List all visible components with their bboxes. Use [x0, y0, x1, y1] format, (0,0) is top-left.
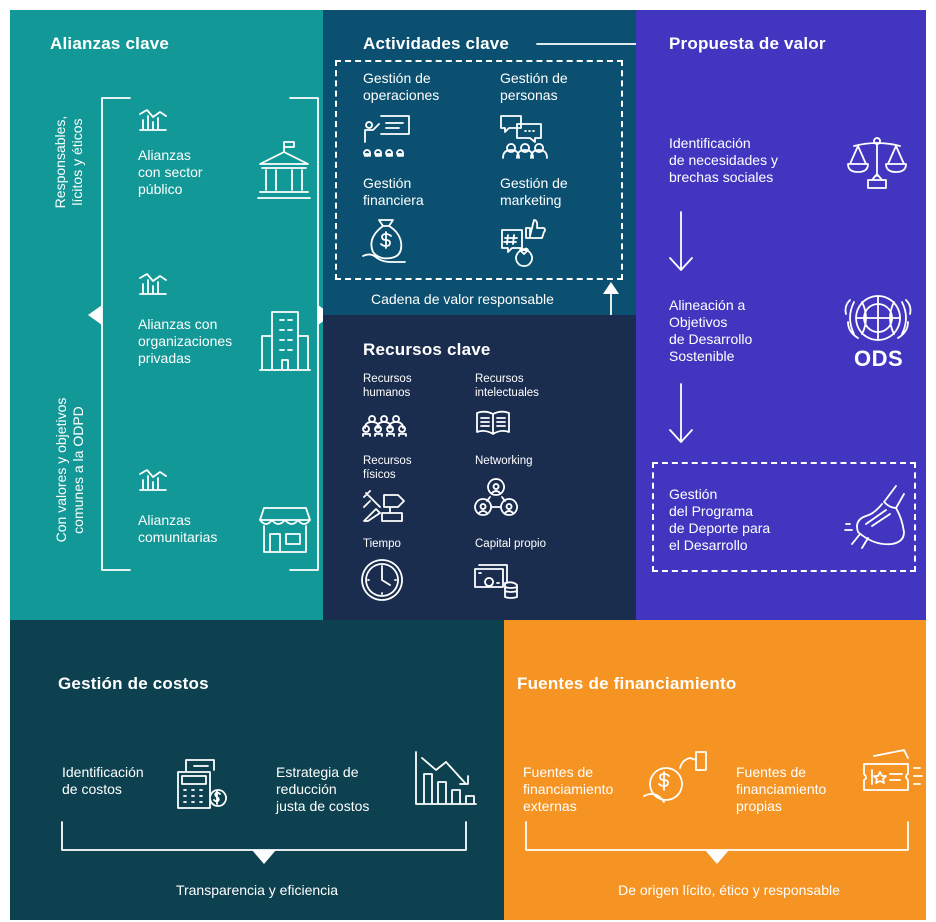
scales-icon [847, 137, 907, 189]
alianza-label-publico: Alianzas con sector público [138, 147, 203, 197]
bar-chart-icon [139, 273, 167, 295]
ods-label: ODS [854, 346, 904, 371]
bar-chart-icon [139, 469, 167, 491]
actividades-panel: Actividades clave Gestión de operaciones… [323, 10, 659, 317]
costo-label-identificacion: Identificación de costos [62, 764, 144, 797]
propuesta-label-necesidades: Identificación de necesidades y brechas … [669, 135, 778, 185]
arrow-down-icon [669, 211, 693, 271]
running-shoe-icon [844, 485, 905, 549]
presentation-icon [363, 115, 410, 157]
propuesta-label-ods: Alineación a Objetivos de Desarrollo Sos… [669, 297, 753, 364]
actividad-label-personas: Gestión de personas [500, 70, 568, 103]
fuente-label-externas: Fuentes de financiamiento externas [523, 764, 614, 814]
deporte-box [652, 462, 916, 572]
bar-chart-icon [139, 109, 167, 131]
costos-title: Gestión de costos [58, 674, 209, 693]
recurso-label-fisicos: Recursos físicos [363, 455, 412, 481]
value-chain-box [335, 60, 623, 280]
alianza-label-privadas: Alianzas con organizaciones privadas [138, 316, 233, 366]
recurso-label-intelectuales: Recursos intelectuales [475, 373, 539, 399]
tools-icon [363, 490, 405, 522]
actividad-label-financiera: Gestión financiera [363, 175, 424, 208]
recurso-label-tiempo: Tiempo [363, 538, 401, 550]
financiamiento-title: Fuentes de financiamiento [517, 674, 737, 693]
alianzas-bracket [88, 97, 332, 571]
alianza-label-comunitarias: Alianzas comunitarias [138, 512, 218, 545]
costos-bracket [61, 821, 467, 864]
fuente-label-propias: Fuentes de financiamiento propias [736, 764, 827, 814]
actividad-label-marketing: Gestión de marketing [500, 175, 568, 208]
ticket-icon [863, 749, 923, 791]
costos-panel: Gestión de costos Identificación de cost… [10, 620, 504, 920]
people-group-icon [362, 415, 407, 437]
calculator-icon [177, 759, 227, 809]
financiamiento-footer: De origen lícito, ético y responsable [618, 882, 840, 898]
alianzas-panel: Alianzas clave Responsables, lícitos y é… [10, 10, 332, 620]
financiamiento-bracket [525, 821, 909, 864]
recurso-label-humanos: Recursos humanos [363, 373, 412, 399]
costo-label-estrategia: Estrategia de reducción justa de costos [276, 764, 370, 814]
actividades-title: Actividades clave [363, 34, 510, 53]
alianzas-vertical-bottom: Con valores y objetivos comunes a la ODP… [53, 397, 86, 543]
un-emblem-icon [844, 295, 912, 341]
value-chain-label: Cadena de valor responsable [371, 291, 554, 307]
office-building-icon [259, 311, 311, 371]
arrow-down-icon [669, 383, 693, 443]
social-media-icon [501, 219, 546, 267]
propuesta-title: Propuesta de valor [669, 34, 826, 53]
hand-coin-icon [643, 751, 707, 803]
costos-footer: Transparencia y eficiencia [175, 882, 339, 898]
network-icon [474, 478, 518, 516]
propuesta-panel: Propuesta de valor Identificación de nec… [636, 10, 926, 620]
storefront-icon [259, 507, 311, 553]
recursos-panel: Recursos clave Recursos humanos Recursos… [323, 315, 636, 620]
money-bag-icon [362, 219, 406, 263]
alianzas-title: Alianzas clave [50, 34, 170, 53]
clock-icon [361, 559, 403, 601]
recurso-label-capital: Capital propio [475, 538, 546, 550]
team-chat-icon [500, 115, 548, 159]
actividad-label-operaciones: Gestión de operaciones [363, 70, 440, 103]
government-building-icon [257, 141, 311, 199]
arrow-up-icon [603, 282, 619, 317]
recursos-title: Recursos clave [363, 340, 491, 359]
cash-coins-icon [474, 564, 518, 599]
alianzas-vertical-top: Responsables, lícitos y éticos [52, 115, 85, 209]
financiamiento-panel: Fuentes de financiamiento Fuentes de fin… [504, 620, 926, 920]
book-icon [476, 410, 510, 435]
declining-chart-icon [415, 751, 477, 805]
recurso-label-networking: Networking [475, 455, 533, 467]
propuesta-label-deporte: Gestión del Programa de Deporte para el … [669, 486, 771, 553]
